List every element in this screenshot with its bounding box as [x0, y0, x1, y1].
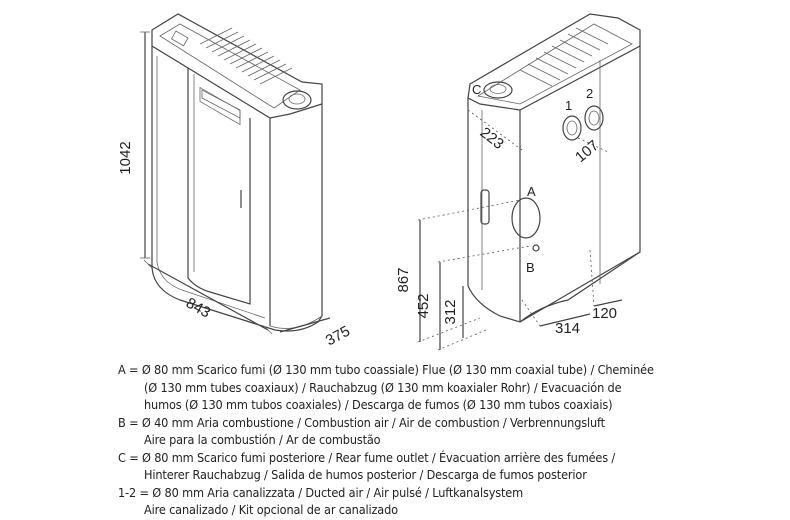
- dimension-height: 1042: [117, 31, 150, 259]
- legend-line: (Ø 130 mm tubes coaxiaux) / Rauchabzug (…: [144, 379, 622, 395]
- side-slot: [480, 189, 490, 225]
- dimension-107: 107: [572, 137, 609, 166]
- ducted-air-outlets: [562, 105, 604, 141]
- door-logo-plate: [199, 86, 241, 126]
- front-view-stove: [151, 13, 323, 332]
- rear-view-stove: [467, 13, 641, 323]
- legend-entry-1-2: 1-2 = Ø 80 mm Aria canalizzata / Ducted …: [118, 484, 778, 519]
- label-1: 1: [565, 98, 572, 113]
- label-a: A: [527, 184, 536, 199]
- legend-line: humos (Ø 130 mm tubos coaxiales) / Desca…: [144, 397, 613, 412]
- legend-line: 1-2 = Ø 80 mm Aria canalizzata / Ducted …: [118, 484, 524, 500]
- rear-body-outline: [467, 46, 641, 323]
- rear-vent-grille: [519, 27, 609, 87]
- dimension-452: 452: [415, 245, 531, 351]
- legend-entry-b: B = Ø 40 mm Aria combustione / Combustio…: [118, 414, 778, 449]
- label-c: C: [472, 82, 481, 97]
- dim-107-label: 107: [572, 137, 602, 166]
- rear-flue-collar-c: [483, 81, 513, 99]
- dimension-width: 843: [143, 259, 273, 335]
- dim-452-label: 452: [415, 293, 432, 318]
- front-top-surface: [151, 13, 323, 119]
- legend: A = Ø 80 mm Scarico fumi (Ø 130 mm tubo …: [118, 361, 778, 519]
- dim-120-label: 120: [592, 305, 617, 322]
- front-flue-collar: [282, 90, 312, 110]
- dim-223-label: 223: [477, 124, 507, 153]
- dimension-867: 867: [395, 199, 521, 343]
- top-panel-rect: [170, 30, 189, 47]
- legend-line: Aire para la combustión / Ar de combustã…: [144, 432, 381, 447]
- dim-1042-label: 1042: [117, 141, 134, 174]
- front-body-outline: [151, 46, 323, 332]
- legend-line: Aire canalizado / Kit opcional de ar can…: [144, 502, 398, 517]
- outlet-a: [511, 197, 541, 239]
- dimension-223: 223: [467, 109, 523, 153]
- label-2: 2: [586, 86, 593, 101]
- dim-867-label: 867: [395, 267, 412, 292]
- dimension-120: 120: [589, 249, 623, 322]
- stove-technical-drawing: 1042 843 375: [117, 13, 641, 351]
- legend-line: B = Ø 40 mm Aria combustione / Combustio…: [118, 414, 605, 430]
- dim-312-label: 312: [442, 299, 459, 324]
- legend-line: Hinterer Rauchabzug / Salida de humos po…: [144, 467, 587, 482]
- inlet-b: [532, 244, 540, 252]
- top-vent-grille: [199, 27, 293, 85]
- legend-line: A = Ø 80 mm Scarico fumi (Ø 130 mm tubo …: [118, 362, 654, 377]
- legend-entry-c: C = Ø 80 mm Scarico fumi posteriore / Re…: [118, 449, 778, 484]
- front-door: [187, 68, 251, 305]
- label-b: B: [526, 260, 535, 275]
- dimension-314: 314: [521, 299, 591, 337]
- dim-375-label: 375: [323, 323, 353, 350]
- legend-line: C = Ø 80 mm Scarico fumi posteriore / Re…: [118, 449, 616, 465]
- rear-top-surface: [467, 13, 641, 111]
- dimension-312: 312: [442, 286, 464, 338]
- dim-314-label: 314: [555, 320, 580, 337]
- legend-entry-a: A = Ø 80 mm Scarico fumi (Ø 130 mm tubo …: [118, 361, 778, 414]
